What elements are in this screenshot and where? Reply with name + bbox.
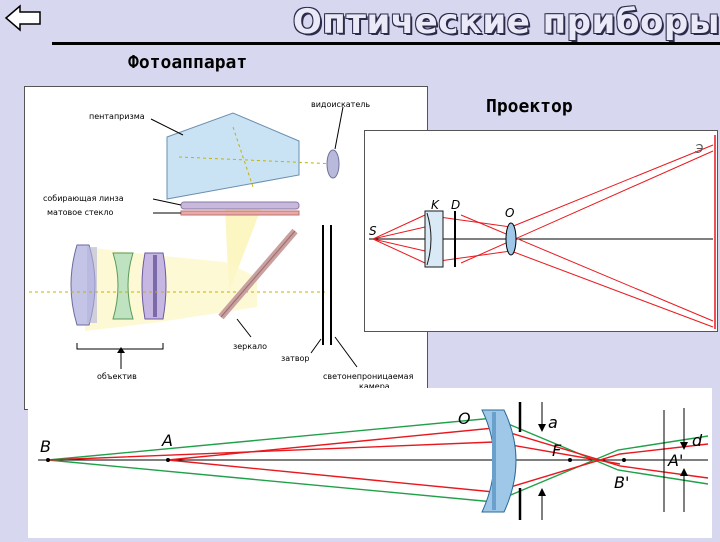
back-arrow-icon bbox=[4, 4, 41, 32]
label-light-tight-body-2: камера bbox=[359, 382, 390, 391]
label-light-tight-body: светонепроницаемая bbox=[323, 372, 414, 381]
pentaprism-shape bbox=[166, 112, 300, 200]
label-condenser: собирающая линза bbox=[43, 194, 124, 203]
label-s: S bbox=[369, 224, 377, 238]
label-b: B bbox=[40, 437, 51, 456]
page-title: Оптические приборы bbox=[292, 2, 720, 42]
camera-diagram: видоискатель пентапризма собирающая линз… bbox=[24, 86, 428, 410]
subtitle-projector: Проектор bbox=[486, 96, 573, 117]
projector-objective-shape bbox=[505, 222, 517, 256]
condenser-k-shape bbox=[424, 210, 444, 268]
label-a: a bbox=[548, 413, 558, 432]
label-matte-glass: матовое стекло bbox=[47, 208, 113, 217]
label-pentaprism: пентапризма bbox=[89, 112, 145, 121]
label-mirror: зеркало bbox=[233, 342, 267, 351]
title-divider bbox=[52, 42, 720, 45]
label-d: d bbox=[692, 431, 703, 450]
label-o: O bbox=[505, 206, 514, 220]
matte-glass-shape bbox=[180, 210, 300, 216]
label-k: K bbox=[431, 198, 440, 212]
label-viewfinder: видоискатель bbox=[311, 100, 370, 109]
label-d: D bbox=[451, 198, 460, 212]
lens-ray-diagram: O a d B A F A' B' bbox=[28, 388, 712, 538]
eyepiece-shape bbox=[326, 149, 340, 179]
label-objective: объектив bbox=[97, 372, 137, 381]
subtitle-camera: Фотоаппарат bbox=[128, 52, 248, 73]
condenser-shape bbox=[180, 201, 300, 210]
label-f: F bbox=[552, 441, 562, 460]
label-b-prime: B' bbox=[614, 473, 629, 492]
label-screen: Э bbox=[694, 142, 704, 156]
label-a-prime: A' bbox=[667, 451, 683, 470]
objective-mid-lens bbox=[112, 252, 134, 320]
label-shutter: затвор bbox=[281, 354, 310, 363]
label-a-point: A bbox=[161, 431, 173, 450]
back-button[interactable] bbox=[4, 4, 44, 32]
label-o: O bbox=[458, 409, 471, 428]
projector-diagram: Э K D O S bbox=[364, 130, 718, 332]
